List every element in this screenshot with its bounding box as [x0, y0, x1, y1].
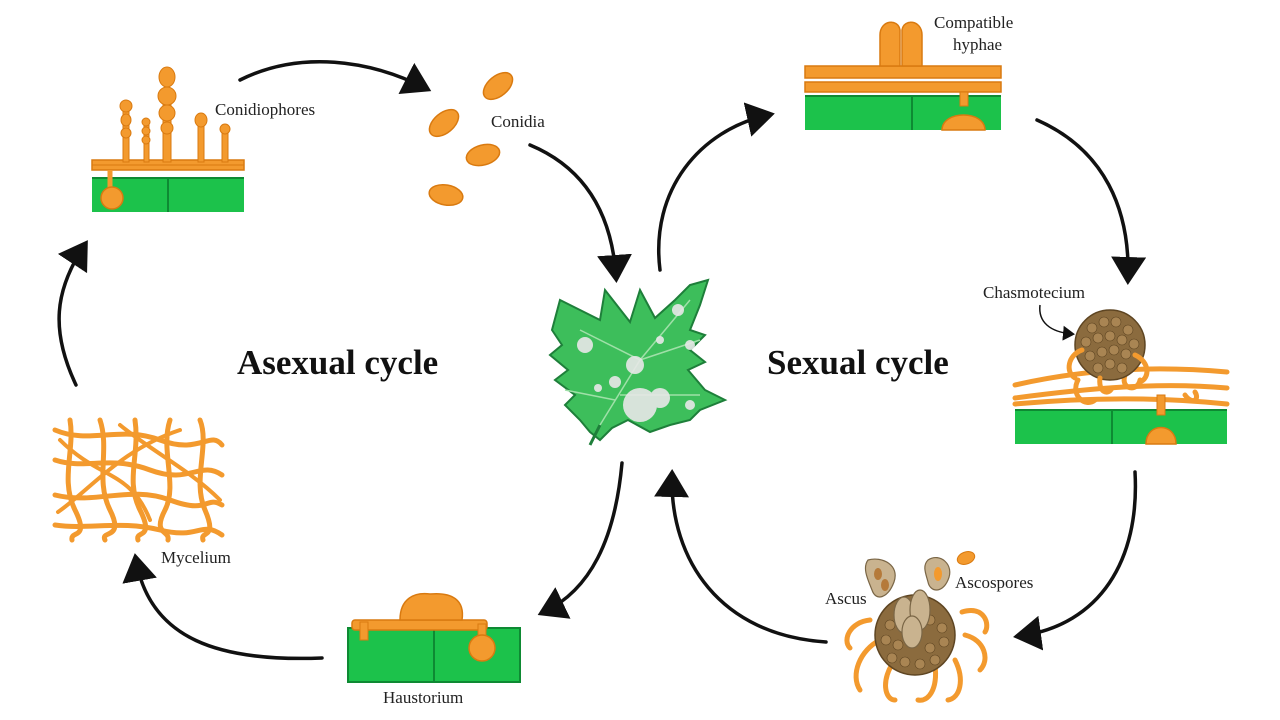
- arrow-leaf-to-compatible-hyphae: [657, 102, 775, 272]
- conidiophores-illustration: [91, 66, 245, 212]
- title-asexual-cycle: Asexual cycle: [237, 343, 439, 382]
- haustorium-illustration: [347, 592, 521, 683]
- arrow-conidiophores-to-conidia: [238, 60, 432, 95]
- arrow-ascus-to-leaf: [654, 469, 828, 644]
- title-sexual-cycle: Sexual cycle: [767, 343, 949, 382]
- label-compatible-hyphae-line2: hyphae: [953, 35, 1003, 54]
- label-conidia: Conidia: [491, 112, 545, 131]
- label-mycelium: Mycelium: [161, 548, 231, 567]
- mycelium-illustration: [52, 417, 225, 543]
- label-haustorium: Haustorium: [383, 688, 464, 707]
- arrow-compatible-to-chasmotecium: [1035, 118, 1147, 285]
- label-conidiophores: Conidiophores: [215, 100, 316, 119]
- arrow-conidia-to-leaf: [528, 143, 632, 283]
- arrow-haustorium-to-mycelium: [122, 553, 324, 661]
- cycle-arrows: [57, 60, 1147, 661]
- arrow-leaf-to-haustorium: [537, 461, 624, 619]
- label-ascus: Ascus: [825, 589, 867, 608]
- ascus-ascospores-illustration: [844, 551, 990, 703]
- label-chasmotecium: Chasmotecium: [983, 283, 1085, 302]
- arrow-chasmotecium-to-ascus: [1013, 470, 1138, 651]
- label-compatible-hyphae-line1: Compatible: [934, 13, 1014, 32]
- conidia-illustration: [428, 71, 514, 207]
- chasmotecium-illustration: [1012, 304, 1230, 445]
- compatible-hyphae-illustration: [804, 21, 1002, 131]
- label-ascospores: Ascospores: [955, 573, 1034, 592]
- arrow-mycelium-to-conidiophores: [57, 240, 88, 387]
- infected-leaf-illustration: [548, 278, 728, 446]
